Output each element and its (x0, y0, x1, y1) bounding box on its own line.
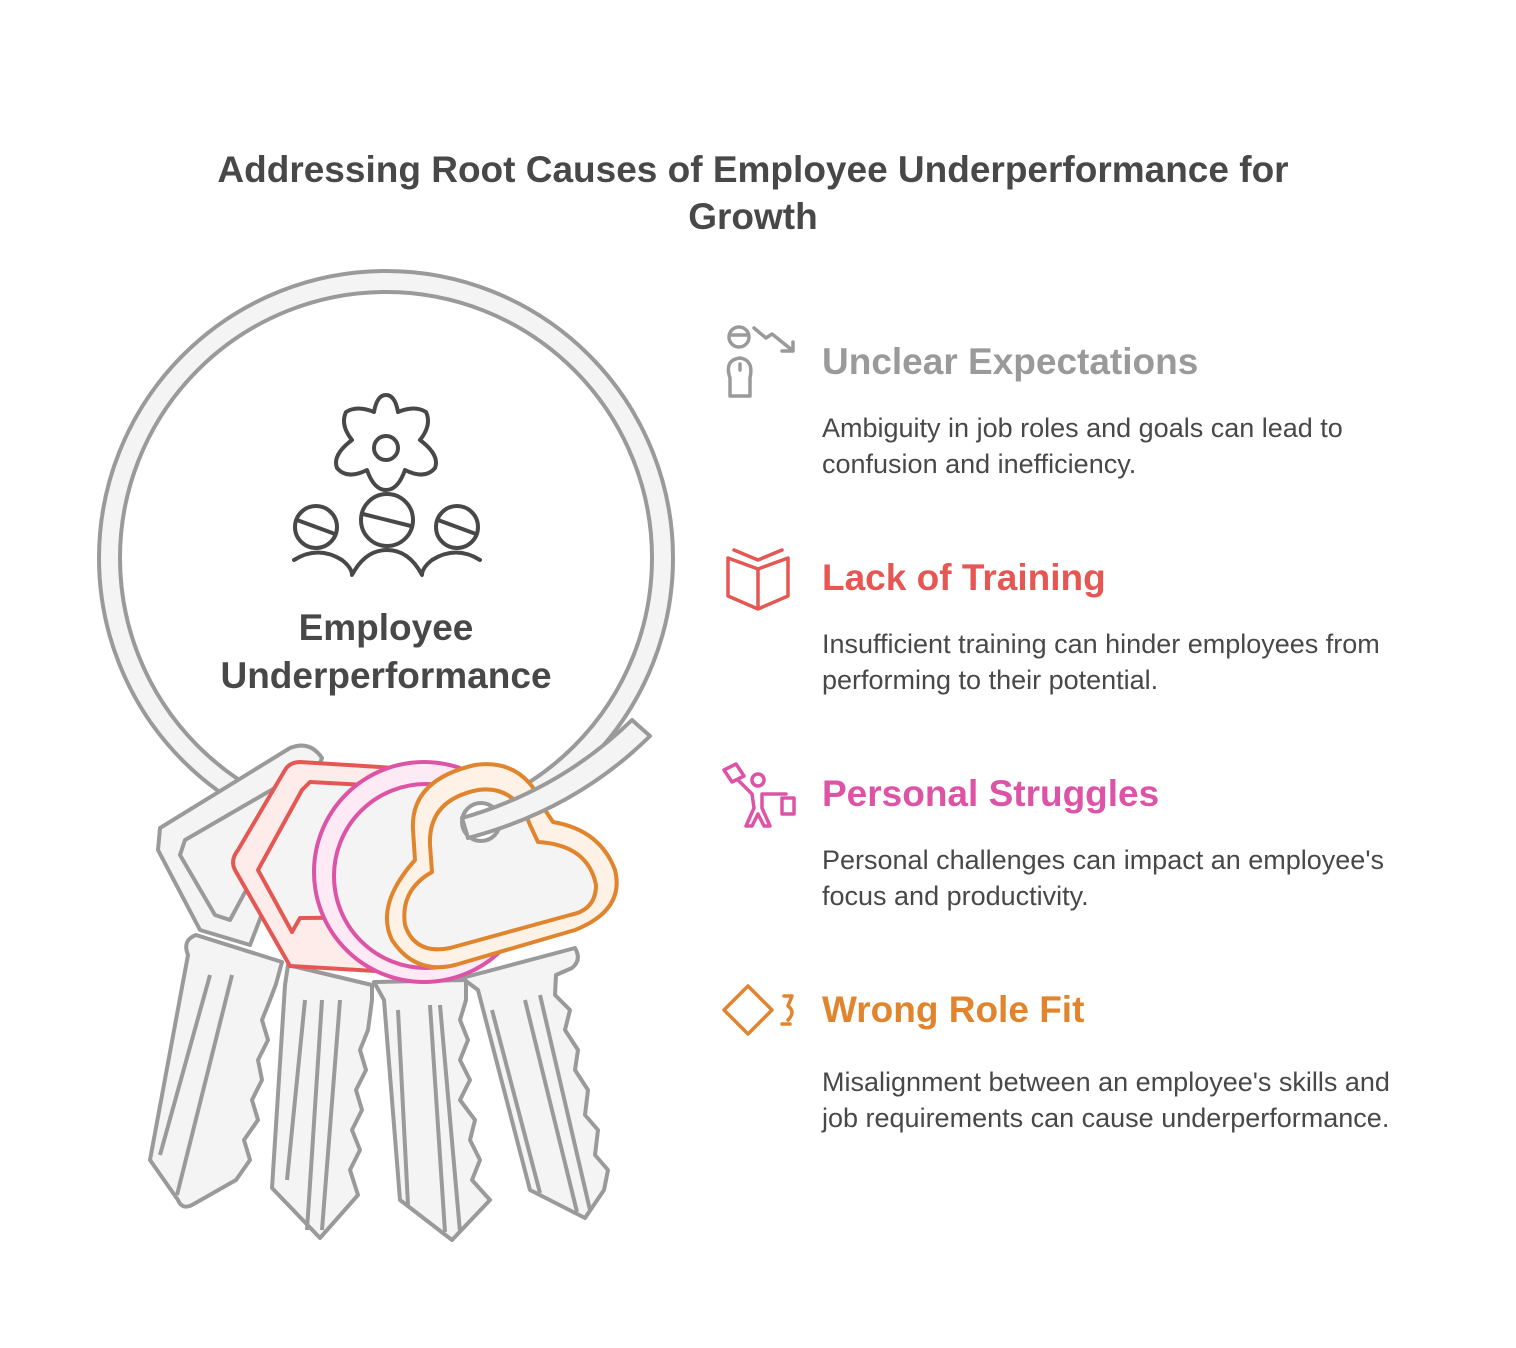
open-book-icon (726, 548, 790, 611)
cause-heading: Wrong Role Fit (822, 989, 1085, 1030)
cause-description: Ambiguity in job roles and goals can lea… (822, 413, 1343, 479)
key-4-blade (460, 946, 610, 1220)
key-ring-loop (460, 718, 652, 843)
center-label: Employee Underperformance (220, 607, 552, 696)
cause-heading: Personal Struggles (822, 773, 1160, 814)
team-gear-icon (292, 393, 482, 577)
cause-description: Misalignment between an employee's skill… (822, 1067, 1390, 1133)
cause-description: Insufficient training can hinder employe… (822, 629, 1380, 695)
key-ring (97, 269, 675, 847)
person-trend-down-icon (726, 325, 795, 398)
diamond-swap-icon (722, 984, 794, 1036)
orange-cloud-tag (384, 762, 619, 970)
key-2-blade (270, 963, 374, 1240)
page-title: Addressing Root Causes of Employee Under… (217, 149, 1289, 237)
cause-heading: Lack of Training (822, 557, 1106, 598)
cause-description: Personal challenges can impact an employ… (822, 845, 1384, 911)
cause-heading: Unclear Expectations (822, 341, 1199, 382)
key-3-blade (372, 978, 492, 1242)
key-1-blade (148, 933, 284, 1209)
juggling-person-icon (722, 762, 796, 828)
